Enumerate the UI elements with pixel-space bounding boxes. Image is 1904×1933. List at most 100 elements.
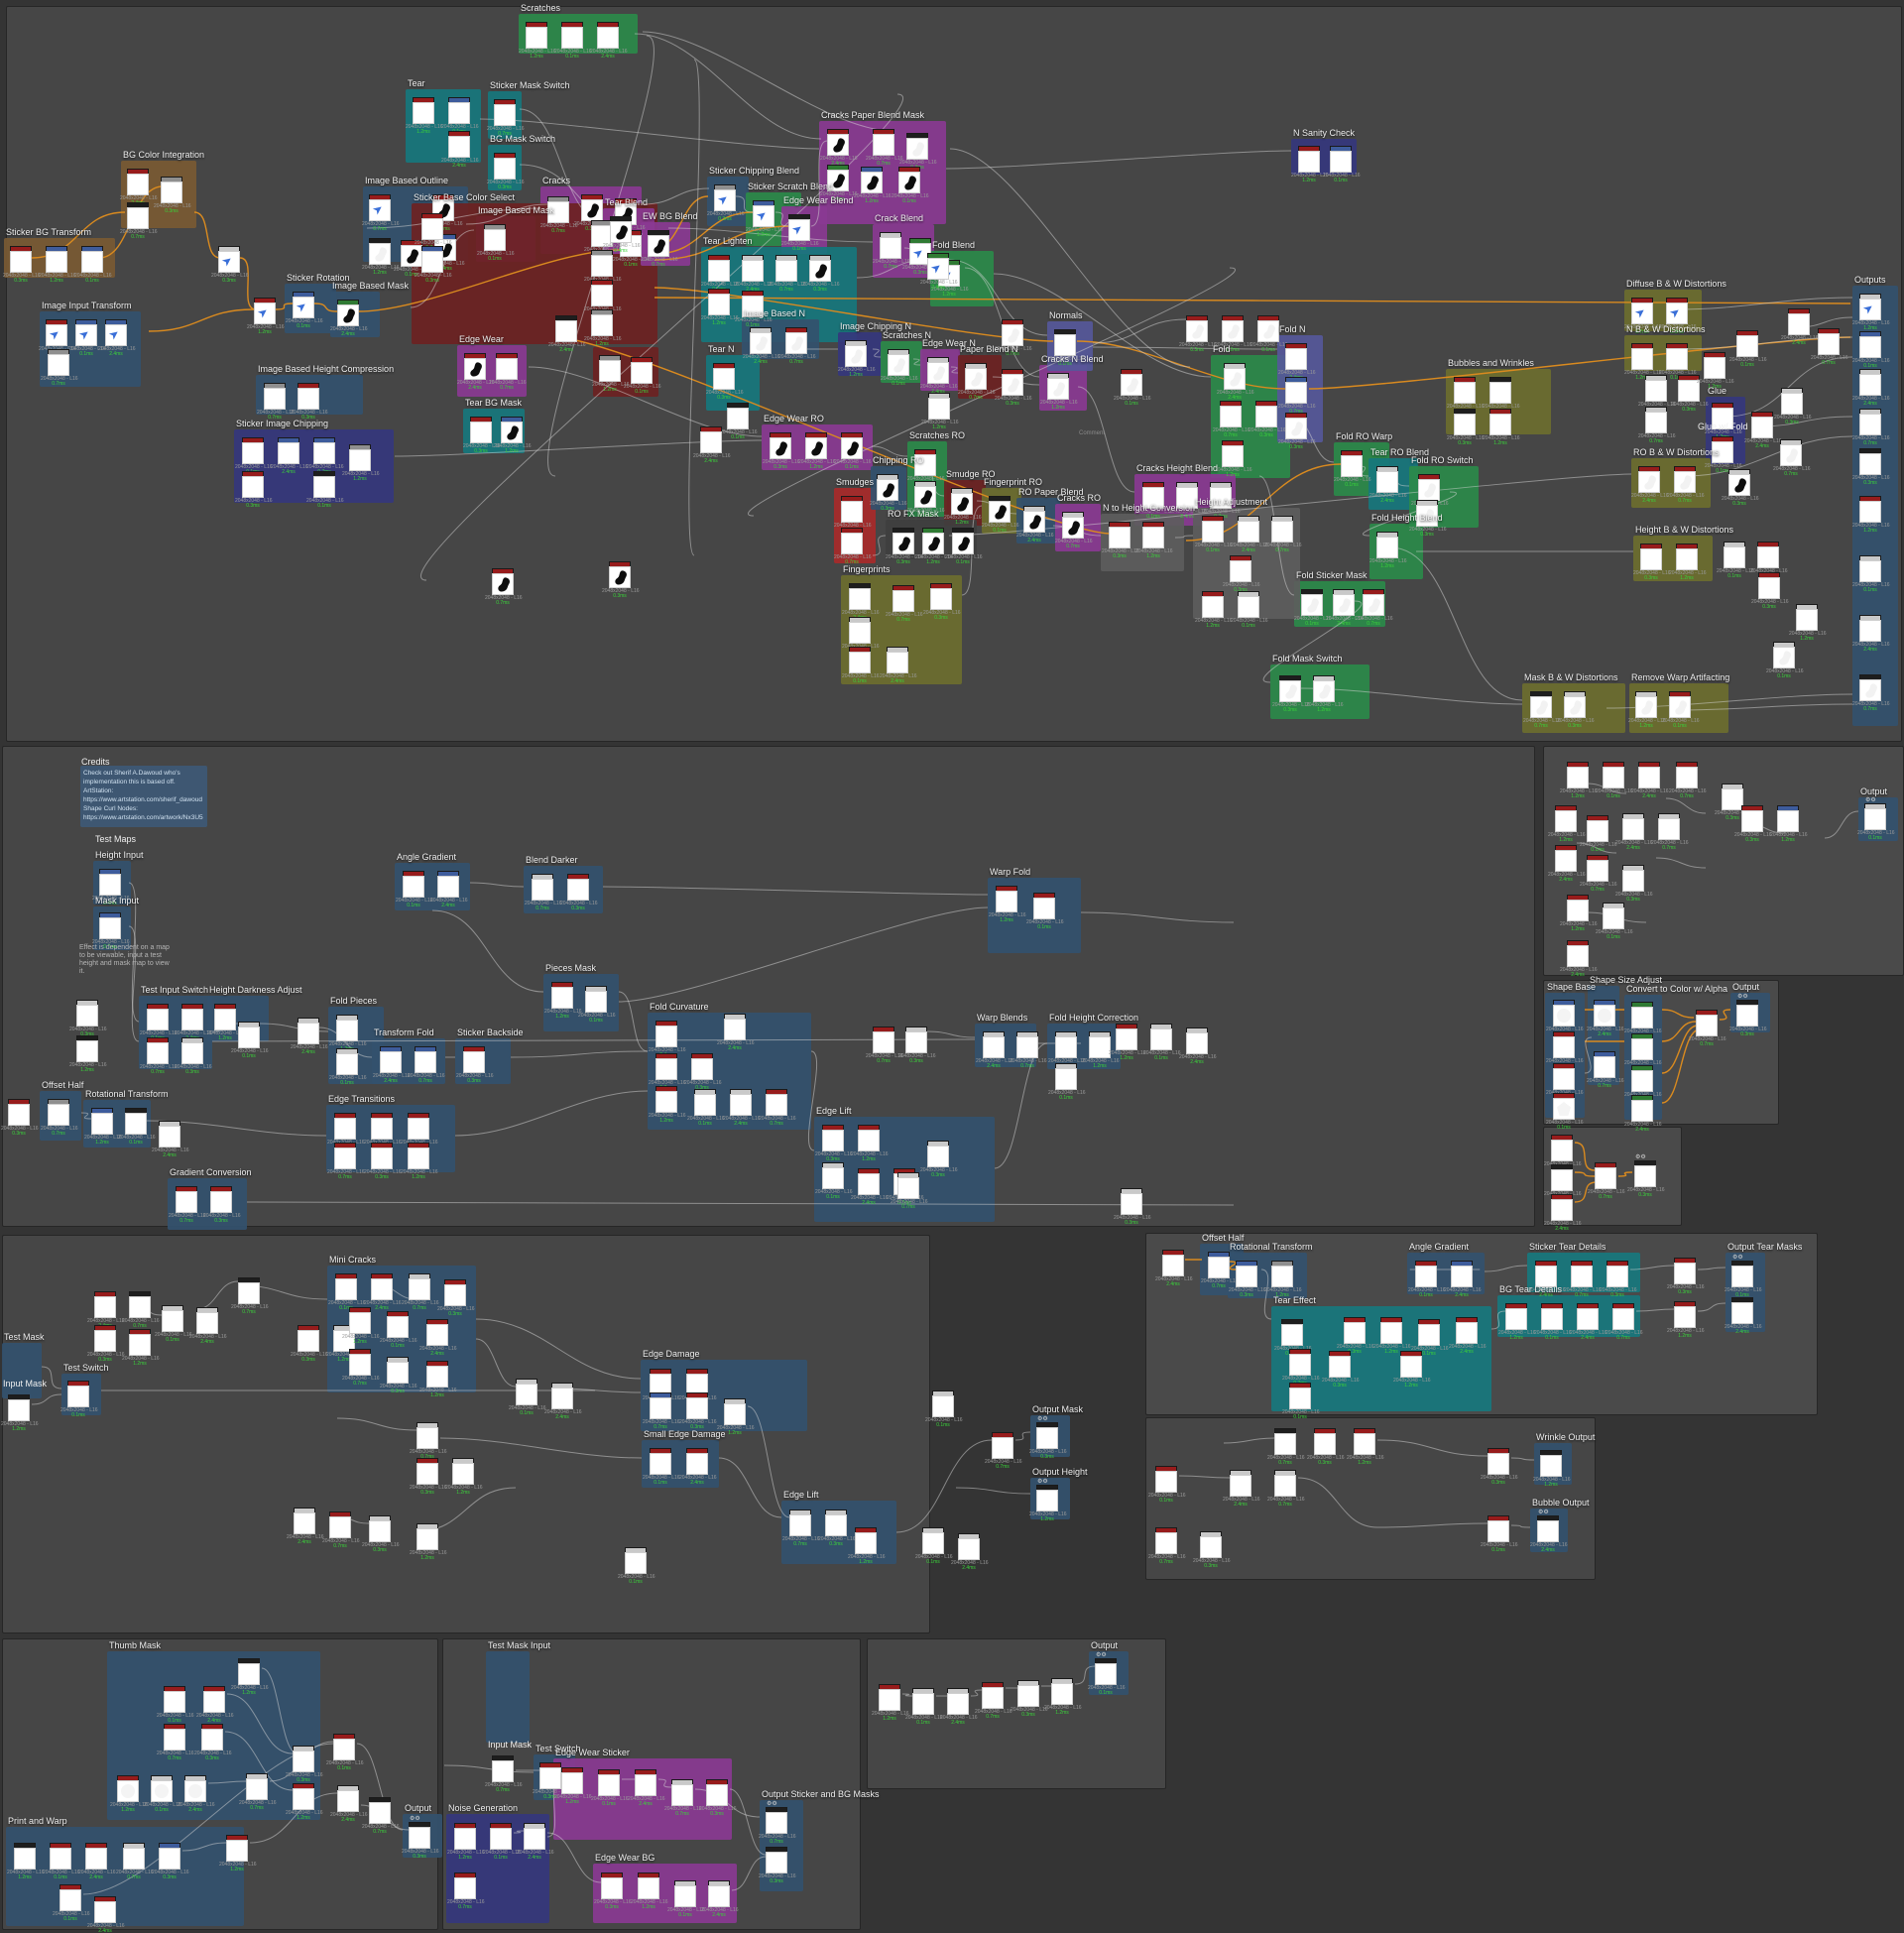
graph-node[interactable]: 2048x2048 - L160.3ms	[1249, 401, 1286, 438]
graph-node[interactable]: 2048x2048 - L160.1ms	[667, 1880, 705, 1918]
graph-node[interactable]: 2048x2048 - L160.1ms	[140, 1004, 178, 1041]
graph-node[interactable]: 2048x2048 - L160.3ms	[291, 383, 328, 421]
graph-node[interactable]: 2048x2048 - L160.3ms	[759, 1847, 796, 1884]
graph-node[interactable]: 2048x2048 - L161.2ms	[1373, 1317, 1411, 1355]
graph-node[interactable]: 2048x2048 - L160.1ms	[286, 292, 323, 329]
graph-node[interactable]: 2048x2048 - L160.3ms	[920, 1141, 958, 1178]
graph-node[interactable]: 2048x2048 - L160.3ms	[560, 874, 598, 911]
graph-node[interactable]: 2048x2048 - L160.7ms	[886, 585, 923, 623]
graph-node[interactable]: 2048x2048 - L161.2ms	[989, 886, 1026, 923]
graph-node[interactable]: 2048x2048 - L162.4ms	[628, 1769, 665, 1807]
graph-node[interactable]: 2048x2048 - L160.1ms	[1705, 436, 1742, 474]
graph-node[interactable]: 2048x2048 - L162.4ms	[1548, 845, 1586, 883]
graph-node[interactable]: 2048x2048 - L160.1ms	[1250, 315, 1288, 353]
graph-node[interactable]: 2048x2048 - L162.4ms	[820, 165, 858, 202]
graph-node[interactable]: 2048x2048 - L160.7ms	[487, 99, 525, 137]
graph-node[interactable]: 2048x2048 - L161.2ms	[798, 432, 836, 470]
graph-node[interactable]: 2048x2048 - L161.2ms	[1195, 591, 1233, 629]
graph-node[interactable]: 2048x2048 - L162.4ms	[717, 1014, 755, 1051]
graph-node[interactable]: 2048x2048 - L160.1ms	[394, 240, 431, 278]
graph-node[interactable]: 2048x2048 - L161.2ms	[851, 1125, 889, 1162]
graph-node[interactable]: 2048x2048 - L161.2ms	[247, 298, 285, 335]
graph-node[interactable]: 2048x2048 - L162.4ms	[920, 357, 958, 395]
graph-node[interactable]: 2048x2048 - L160.3ms	[1852, 448, 1890, 486]
graph-node[interactable]: 2048x2048 - L162.4ms	[152, 1121, 189, 1158]
graph-node[interactable]: 2048x2048 - L161.2ms	[445, 1458, 483, 1496]
graph-node[interactable]: 2048x2048 - L161.2ms	[872, 1684, 909, 1722]
graph-node[interactable]: 2048x2048 - L161.2ms	[838, 340, 876, 378]
graph-node[interactable]: 2048x2048 - L161.2ms	[1770, 805, 1808, 843]
graph-node[interactable]: 2048x2048 - L160.1ms	[1481, 1515, 1518, 1553]
graph-node[interactable]: 2048x2048 - L161.2ms	[1109, 1024, 1146, 1061]
graph-node[interactable]: 2048x2048 - L162.4ms	[330, 300, 368, 337]
graph-node[interactable]: 2048x2048 - L161.2ms	[362, 238, 400, 276]
graph-node[interactable]: 2048x2048 - L160.7ms	[782, 1510, 820, 1547]
graph-node[interactable]: ⚙⚙2048x2048 - L160.3ms	[1729, 994, 1767, 1037]
graph-node[interactable]: 2048x2048 - L161.2ms	[1697, 352, 1734, 390]
graph-node[interactable]: 2048x2048 - L160.1ms	[43, 1843, 80, 1880]
graph-node[interactable]: 2048x2048 - L160.1ms	[74, 246, 112, 284]
graph-node[interactable]: 2048x2048 - L160.1ms	[554, 22, 592, 60]
graph-node[interactable]: 2048x2048 - L160.3ms	[1409, 500, 1447, 538]
graph-node[interactable]: 2048x2048 - L161.2ms	[1291, 146, 1329, 183]
graph-node[interactable]: 2048x2048 - L162.4ms	[287, 1508, 324, 1545]
graph-node[interactable]: 2048x2048 - L160.1ms	[915, 1527, 953, 1565]
graph-node[interactable]: 2048x2048 - L160.7ms	[415, 213, 452, 251]
graph-node[interactable]: 2048x2048 - L160.1ms	[1852, 331, 1890, 369]
graph-node[interactable]: 2048x2048 - L160.1ms	[68, 319, 106, 357]
graph-node[interactable]: 2048x2048 - L160.7ms	[1523, 691, 1561, 729]
graph-node[interactable]: 2048x2048 - L160.3ms	[1722, 469, 1759, 507]
graph-node[interactable]: 2048x2048 - L160.3ms	[902, 238, 940, 276]
graph-node[interactable]: 2048x2048 - L160.3ms	[1734, 805, 1772, 843]
graph-node[interactable]: 2048x2048 - L160.1ms	[1282, 1383, 1320, 1420]
graph-node[interactable]: 2048x2048 - L160.7ms	[169, 1186, 206, 1224]
graph-node[interactable]: 2048x2048 - L160.1ms	[1659, 343, 1697, 381]
graph-node[interactable]: 2048x2048 - L162.4ms	[743, 327, 780, 365]
graph-node[interactable]: 2048x2048 - L160.3ms	[1307, 1428, 1345, 1466]
graph-node[interactable]: 2048x2048 - L162.4ms	[590, 22, 628, 60]
graph-node[interactable]: 2048x2048 - L162.4ms	[1223, 1470, 1260, 1508]
graph-node[interactable]: 2048x2048 - L160.1ms	[1717, 542, 1754, 579]
graph-node[interactable]: 2048x2048 - L162.4ms	[701, 1880, 739, 1918]
graph-node[interactable]: 2048x2048 - L161.2ms	[944, 488, 982, 526]
graph-node[interactable]: ⚙⚙2048x2048 - L161.2ms	[1029, 1479, 1067, 1522]
graph-node[interactable]: 2048x2048 - L162.4ms	[880, 647, 917, 684]
graph-node[interactable]: 2048x2048 - L161.2ms	[1789, 604, 1827, 642]
graph-node[interactable]: 2048x2048 - L160.3ms	[533, 1762, 570, 1800]
graph-node[interactable]: 2048x2048 - L160.3ms	[1322, 1351, 1360, 1389]
graph-node[interactable]: 2048x2048 - L162.4ms	[330, 1785, 368, 1823]
graph-node[interactable]: 2048x2048 - L160.7ms	[1282, 1349, 1320, 1387]
graph-node[interactable]: 2048x2048 - L160.7ms	[257, 383, 295, 421]
graph-node[interactable]: 2048x2048 - L160.3ms	[364, 1143, 402, 1180]
graph-node[interactable]: 2048x2048 - L161.2ms	[717, 1398, 755, 1436]
graph-node[interactable]: 2048x2048 - L160.1ms	[1047, 329, 1085, 367]
graph-node[interactable]: ⚙⚙2048x2048 - L160.7ms	[759, 1801, 796, 1845]
graph-node[interactable]: ⚙⚙2048x2048 - L162.4ms	[1530, 1510, 1568, 1553]
graph-node[interactable]: 2048x2048 - L161.2ms	[1628, 691, 1666, 729]
graph-node[interactable]: 2048x2048 - L161.2ms	[219, 1835, 257, 1873]
graph-node[interactable]: 2048x2048 - L160.7ms	[1580, 855, 1617, 893]
graph-node[interactable]: 2048x2048 - L160.7ms	[1669, 762, 1707, 799]
graph-node[interactable]: 2048x2048 - L162.4ms	[1326, 589, 1364, 627]
graph-node[interactable]: 2048x2048 - L160.1ms	[945, 528, 983, 565]
graph-node[interactable]: 2048x2048 - L160.1ms	[53, 1884, 90, 1922]
graph-node[interactable]: 2048x2048 - L160.7ms	[540, 196, 578, 234]
graph-node[interactable]: 2048x2048 - L160.1ms	[144, 1775, 181, 1813]
graph-node[interactable]: 2048x2048 - L162.4ms	[189, 1307, 227, 1345]
graph-node[interactable]: 2048x2048 - L160.1ms	[624, 357, 661, 395]
graph-node[interactable]: 2048x2048 - L160.7ms	[1667, 466, 1705, 504]
graph-node[interactable]: 2048x2048 - L161.2ms	[915, 528, 953, 565]
graph-node[interactable]: 2048x2048 - L161.2ms	[592, 355, 630, 393]
graph-node[interactable]: 2048x2048 - L160.3ms	[707, 184, 745, 222]
graph-node[interactable]: 2048x2048 - L161.2ms	[1498, 1303, 1536, 1341]
graph-node[interactable]: 2048x2048 - L162.4ms	[1449, 1317, 1487, 1355]
graph-node[interactable]: 2048x2048 - L160.1ms	[509, 1379, 546, 1416]
graph-node[interactable]: 2048x2048 - L160.3ms	[235, 471, 273, 509]
graph-node[interactable]: 2048x2048 - L160.7ms	[485, 568, 523, 606]
graph-node[interactable]: 2048x2048 - L162.4ms	[1852, 615, 1890, 653]
graph-node[interactable]: 2048x2048 - L160.7ms	[907, 481, 945, 519]
graph-node[interactable]: 2048x2048 - L161.2ms	[110, 1775, 148, 1813]
graph-node[interactable]: 2048x2048 - L161.2ms	[631, 1873, 668, 1910]
graph-node[interactable]: 2048x2048 - L160.7ms	[306, 437, 344, 475]
graph-node[interactable]: 2048x2048 - L160.1ms	[881, 349, 918, 387]
